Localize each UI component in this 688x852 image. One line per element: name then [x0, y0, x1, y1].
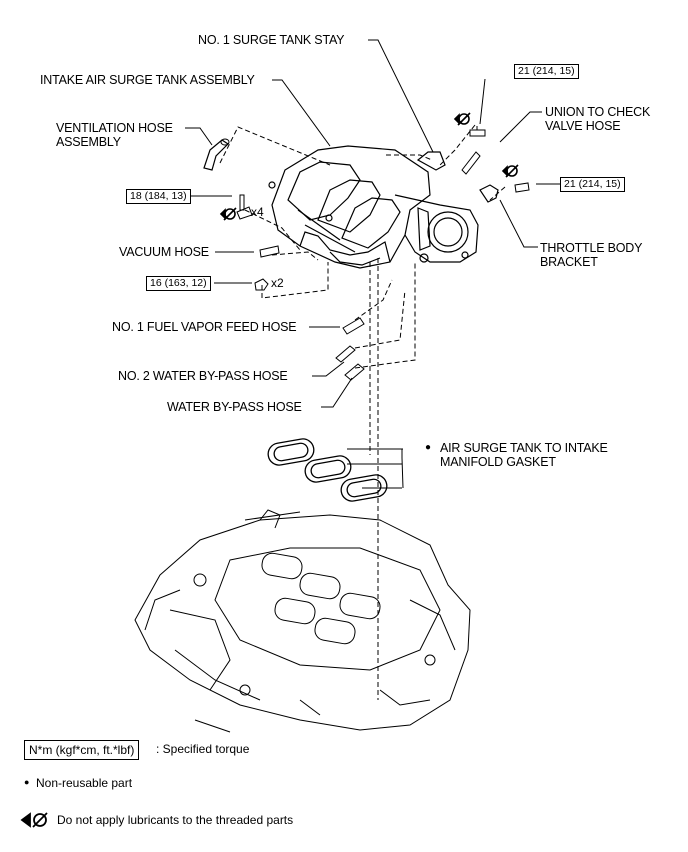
assembly-lines	[219, 124, 506, 700]
label-vacuum-hose: VACUUM HOSE	[119, 245, 209, 259]
gasket-drawing	[267, 438, 388, 502]
union-hose-drawing	[461, 151, 481, 175]
bolt-quantity: x4	[251, 205, 264, 219]
label-union-2: VALVE HOSE	[545, 119, 621, 133]
torque-left-bolt: 18 (184, 13)	[126, 189, 191, 204]
engine-drawing	[134, 509, 471, 733]
label-throttle-2: BRACKET	[540, 255, 598, 269]
label-water-bypass-2: NO. 2 WATER BY-PASS HOSE	[118, 369, 288, 383]
no-lubricant-icon	[219, 112, 519, 221]
label-gasket-1: AIR SURGE TANK TO INTAKE	[440, 441, 608, 455]
label-ventilation-hose-2: ASSEMBLY	[56, 135, 121, 149]
surge-tank-drawing	[268, 145, 499, 269]
vacuum-hose-drawing	[259, 245, 280, 258]
torque-top-bolt: 21 (214, 15)	[514, 64, 579, 79]
gasket-nonreusable-mark: ●	[425, 442, 431, 453]
fuel-vapor-hose-drawing	[342, 317, 365, 335]
label-union-1: UNION TO CHECK	[545, 105, 651, 119]
legend-no-lube: Do not apply lubricants to the threaded …	[57, 813, 294, 827]
torque-right-bolt: 21 (214, 15)	[560, 177, 625, 192]
leader-lines	[185, 39, 560, 489]
label-ventilation-hose-1: VENTILATION HOSE	[56, 121, 173, 135]
label-fuel-vapor-hose: NO. 1 FUEL VAPOR FEED HOSE	[112, 320, 297, 334]
legend-torque-desc: : Specified torque	[156, 742, 250, 756]
label-water-bypass: WATER BY-PASS HOSE	[167, 400, 302, 414]
legend-nonreusable-mark: ●	[24, 777, 30, 787]
torque-nut: 16 (163, 12)	[146, 276, 211, 291]
label-intake-air-surge-tank: INTAKE AIR SURGE TANK ASSEMBLY	[40, 73, 255, 87]
water-bypass-2-drawing	[335, 345, 356, 363]
label-surge-tank-stay: NO. 1 SURGE TANK STAY	[198, 33, 345, 47]
legend-torque-box: N*m (kgf*cm, ft.*lbf)	[24, 740, 140, 760]
legend-nonreusable: Non-reusable part	[36, 776, 133, 790]
bolt-icon	[236, 126, 530, 291]
label-gasket-2: MANIFOLD GASKET	[440, 455, 556, 469]
nut-quantity: x2	[271, 276, 284, 290]
water-bypass-drawing	[344, 363, 365, 381]
no-lubricant-icon	[20, 812, 48, 828]
label-throttle-1: THROTTLE BODY	[540, 241, 643, 255]
